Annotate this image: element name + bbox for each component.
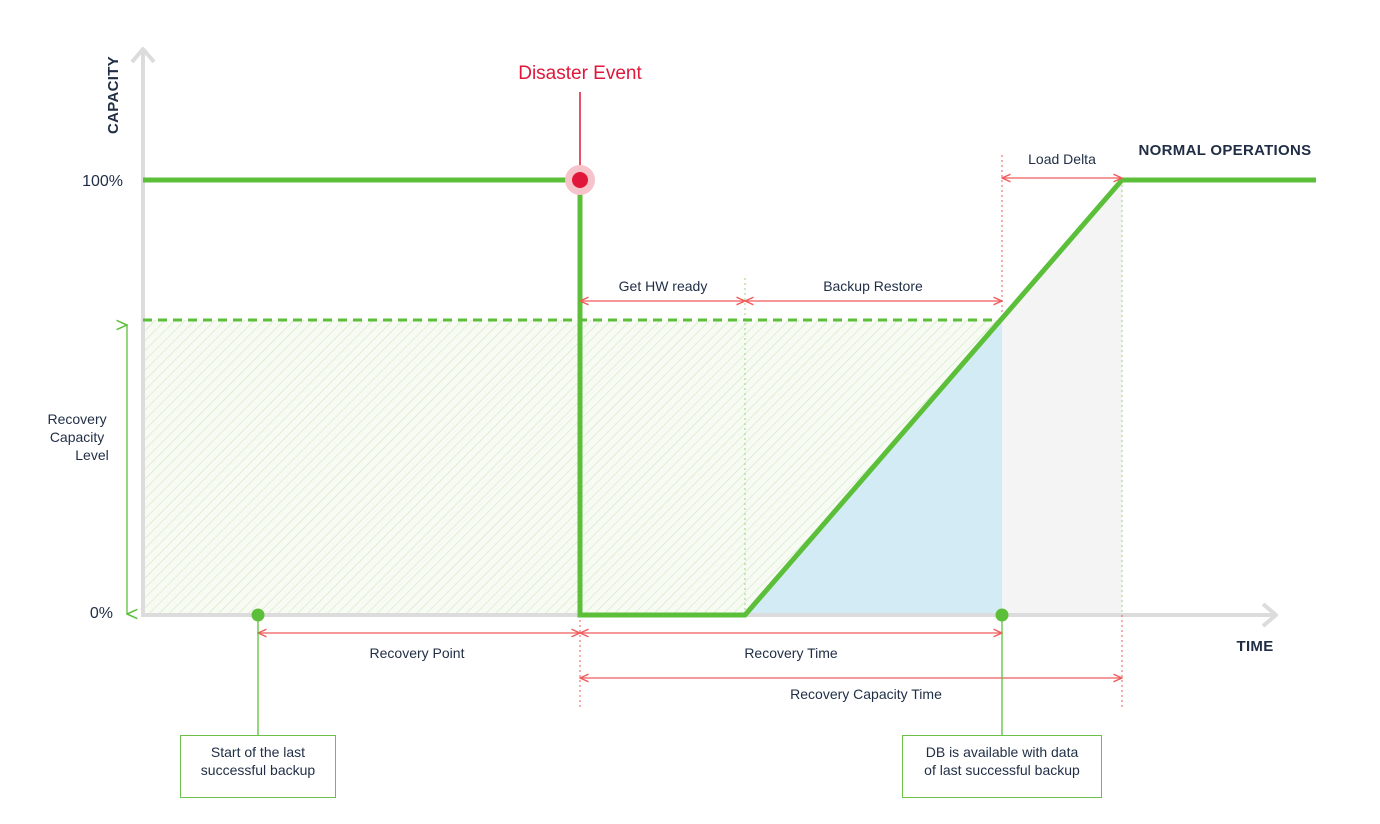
x-axis-title: TIME [1236,638,1273,655]
recovery-capacity-time-label: Recovery Capacity Time [790,686,942,702]
y-axis [130,47,156,615]
db-available-note-line-2: of last successful backup [924,762,1080,778]
y-tick-100: 100% [82,173,123,190]
load-delta-label: Load Delta [1028,151,1096,167]
load-delta-fill [1002,180,1122,615]
db-available-note: DB is available with data of last succes… [902,735,1102,798]
normal-operations-label: NORMAL OPERATIONS [1139,142,1312,159]
y-tick-0: 0% [90,605,113,622]
recovery-level-label: Recovery Capacity Level [47,411,110,463]
backup-start-note: Start of the last successful backup [180,735,336,798]
backup-restore-label: Backup Restore [823,278,923,294]
recovery-level-line-3: Level [75,447,108,463]
db-available-dot [995,608,1009,622]
recovery-time-label: Recovery Time [744,645,838,661]
recovery-level-line-2: Capacity [50,429,104,445]
recovery-point-label: Recovery Point [370,645,465,661]
capacity-line [143,177,1316,618]
span-arrows [258,178,1122,678]
backup-start-dot [251,608,265,622]
y-axis-title: CAPACITY [105,56,122,134]
recovery-level-line-1: Recovery [47,411,106,427]
disaster-event-dot [572,172,588,188]
db-available-note-line-1: DB is available with data [925,744,1079,760]
backup-start-note-line-1: Start of the last [210,744,306,760]
get-hw-ready-label: Get HW ready [619,278,708,294]
backup-start-note-line-2: successful backup [200,762,316,778]
disaster-event-label: Disaster Event [518,63,642,84]
